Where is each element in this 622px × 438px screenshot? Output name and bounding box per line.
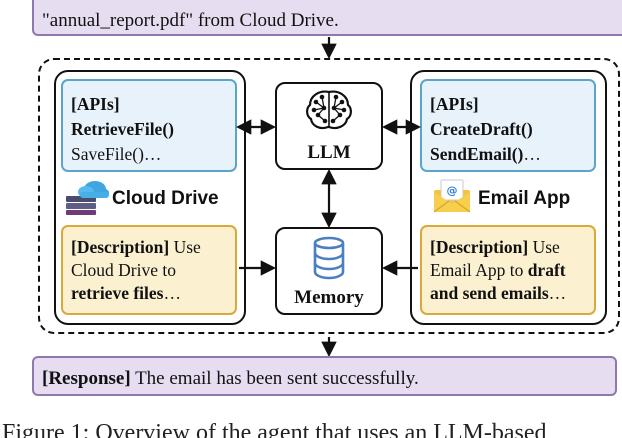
email-app-desc-line1: Use (528, 237, 560, 257)
cloud-drive-desc-bold: retrieve files (71, 283, 164, 303)
cloud-drive-title: Cloud Drive (112, 188, 219, 209)
brain-network-icon (306, 90, 352, 130)
query-text: "annual_report.pdf" from Cloud Drive. (42, 10, 339, 31)
cloud-drive-api-retrievefile: RetrieveFile() (71, 119, 174, 139)
email-app-title: Email App (478, 188, 571, 209)
database-icon (313, 236, 345, 280)
cloud-drive-desc-box (61, 225, 237, 315)
email-app-api-list: [APIs] CreateDraft() SendEmail()… (430, 92, 541, 167)
cloud-drive-desc-ellipsis: … (163, 283, 181, 303)
cloud-drive-desc-label: [Description] (71, 237, 170, 257)
cloud-drive-api-list: [APIs] RetrieveFile() SaveFile()… (71, 92, 174, 167)
email-app-api-ellipsis: … (523, 144, 541, 164)
email-app-desc-ellipsis: … (548, 283, 567, 303)
email-envelope-icon: @ (433, 179, 471, 213)
cloud-drive-api-box (61, 79, 237, 172)
memory-label: Memory (294, 287, 364, 308)
email-app-desc-label: [Description] (430, 237, 529, 257)
email-app-description: [Description] Use Email App to draft and… (430, 236, 566, 305)
response-box (32, 356, 617, 396)
llm-label: LLM (307, 142, 351, 163)
svg-text:@: @ (447, 184, 458, 197)
email-app-desc-draft: draft (527, 260, 566, 280)
email-app-api-createdraft: CreateDraft() (430, 119, 533, 139)
figure-caption: Figure 1: Overview of the agent that use… (2, 420, 547, 438)
email-app-api-sendemail: SendEmail() (430, 144, 524, 164)
response-text: [Response] The email has been sent succe… (42, 368, 419, 390)
email-app-desc-box (420, 225, 596, 315)
query-box (32, 0, 622, 36)
email-app-api-header: [APIs] (430, 94, 479, 114)
email-app-api-box (420, 79, 596, 172)
email-app-desc-bold: and send emails (430, 283, 549, 303)
cloud-storage-icon (66, 181, 109, 215)
cloud-drive-api-savefile: SaveFile()… (71, 144, 162, 164)
cloud-drive-desc-line2: Cloud Drive to (71, 260, 176, 280)
response-message: The email has been sent successfully. (130, 368, 419, 389)
cloud-drive-api-header: [APIs] (71, 94, 120, 114)
response-label: [Response] (42, 368, 131, 389)
cloud-drive-description: [Description] Use Cloud Drive to retriev… (71, 236, 201, 305)
cloud-drive-desc-line1: Use (169, 237, 201, 257)
email-app-desc-line2: Email App to (430, 260, 528, 280)
memory-box (275, 227, 383, 315)
